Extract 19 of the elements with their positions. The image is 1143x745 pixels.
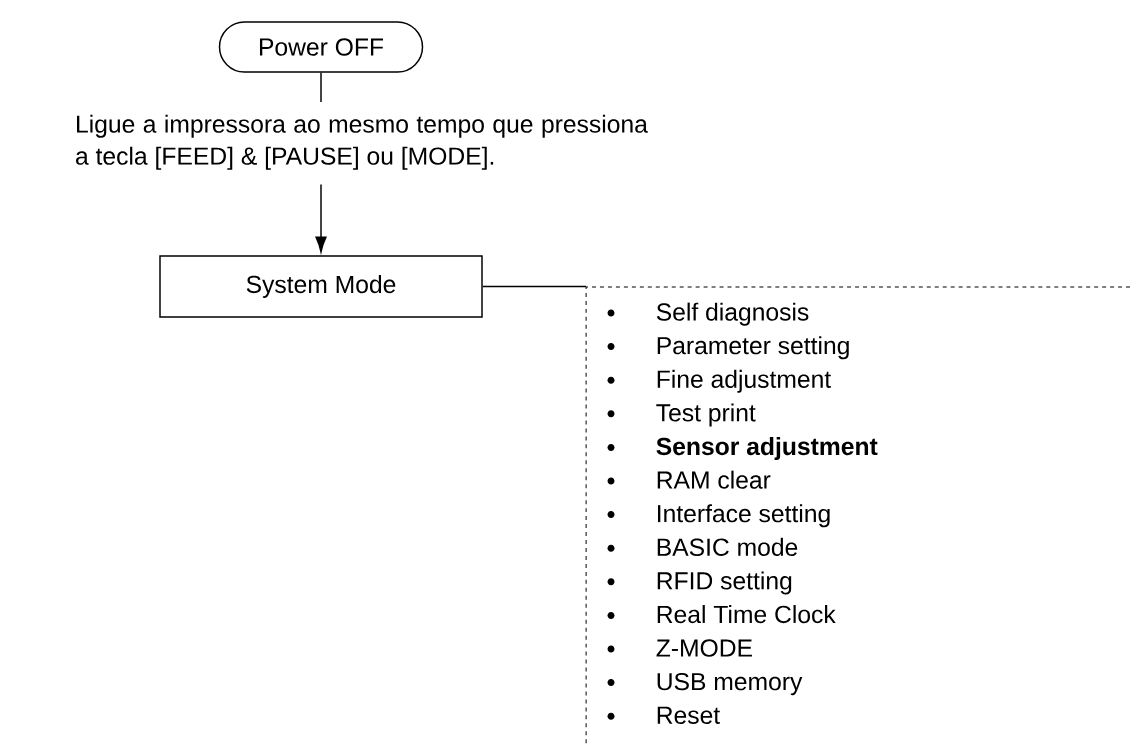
list-item: Z-MODE bbox=[607, 639, 752, 657]
list-item: Real Time Clock bbox=[607, 605, 836, 624]
arrow bbox=[315, 183, 327, 253]
list-item: Reset bbox=[607, 706, 720, 724]
list-item: Test print bbox=[607, 403, 756, 427]
instruction-text: Ligue a impressora ao mesmo tempo que pressiona a tecla [FEED] & [PAUSE] ou [MODE]. bbox=[76, 114, 648, 170]
list-item: BASIC mode bbox=[607, 537, 798, 556]
list-item: RFID setting bbox=[607, 571, 792, 595]
list-item: RAM clear bbox=[607, 470, 771, 489]
connector-line bbox=[320, 72, 322, 103]
list-item: Interface setting bbox=[607, 504, 830, 528]
start-terminal: Power OFF bbox=[218, 21, 424, 73]
process-box: System Mode bbox=[159, 255, 483, 318]
list-item: USB memory bbox=[607, 672, 803, 696]
list-item: Sensor adjustment bbox=[607, 437, 878, 460]
list-item: Fine adjustment bbox=[607, 369, 831, 393]
list-item: Self diagnosis bbox=[607, 302, 809, 326]
connector-line bbox=[482, 285, 587, 288]
list-item: Parameter setting bbox=[607, 336, 849, 360]
